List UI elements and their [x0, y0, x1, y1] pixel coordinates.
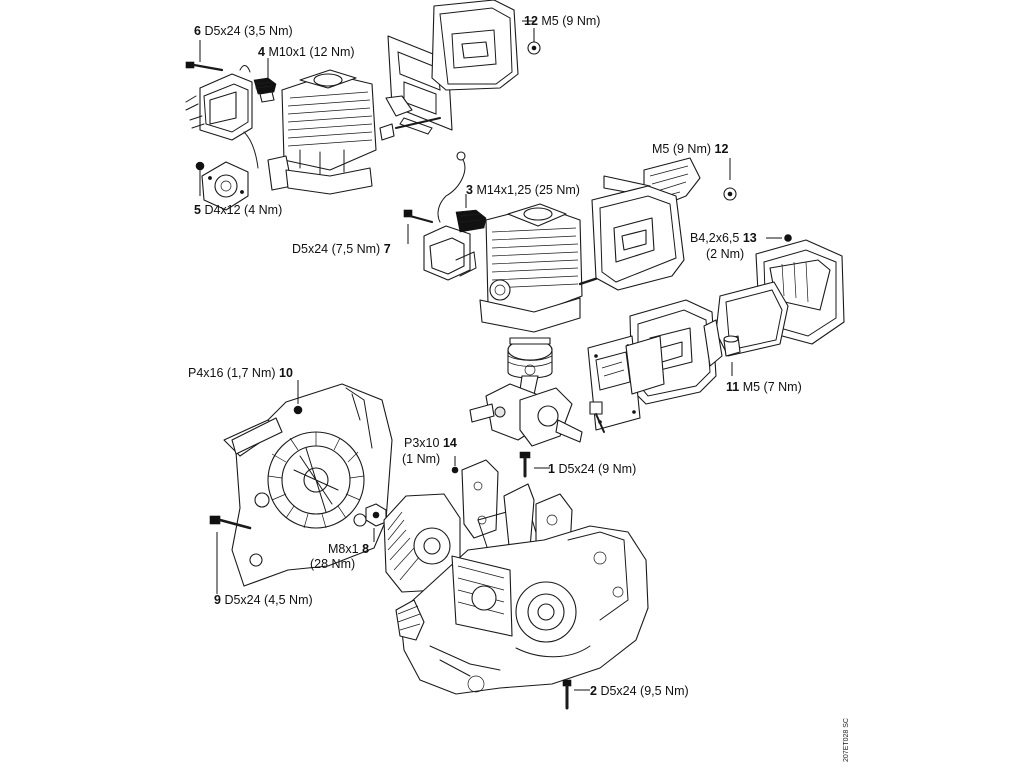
callout-1: 1 D5x24 (9 Nm): [548, 462, 636, 476]
muffler-middle: [591, 185, 685, 291]
callout-12-upper: 12 M5 (9 Nm): [524, 14, 600, 28]
callout-13: B4,2x6,5 13: [690, 231, 757, 245]
callout-11-spec: M5 (7 Nm): [742, 380, 802, 394]
piston: [507, 337, 553, 379]
muffler-upper: [431, 0, 519, 91]
callout-9: 9 D5x24 (4,5 Nm): [214, 593, 313, 607]
callout-3-number: 3: [466, 183, 473, 197]
callout-4-number: 4: [258, 45, 265, 59]
nut-12-middle: [723, 158, 737, 201]
callout-10-number: 10: [279, 366, 293, 380]
spark-plug-4: [253, 58, 277, 103]
screw-1: [519, 451, 550, 478]
callout-6: 6 D5x24 (3,5 Nm): [194, 24, 293, 38]
screw-10: [293, 380, 303, 415]
callout-13-spec: B4,2x6,5: [690, 231, 740, 245]
callout-8-number: 8: [362, 542, 370, 556]
callout-13-torque: (2 Nm): [706, 247, 745, 261]
callout-10-spec: P4x16 (1,7 Nm): [188, 366, 276, 380]
callout-5-number: 5: [194, 203, 201, 217]
cylinder-upper: [267, 69, 377, 195]
callout-14: P3x10 14: [404, 436, 457, 450]
callout-13-number: 13: [742, 231, 757, 245]
fan-housing: [223, 383, 393, 587]
callout-5-spec: D4x12 (4 Nm): [204, 203, 283, 217]
flange-5: [201, 161, 249, 211]
callout-8: M8x1 8: [328, 542, 369, 556]
callout-4-spec: M10x1 (12 Nm): [268, 45, 355, 59]
cylinder-middle: [479, 203, 583, 333]
callout-11-number: 11: [726, 380, 740, 394]
screw-7: [403, 209, 434, 244]
callout-2-spec: D5x24 (9,5 Nm): [600, 684, 689, 698]
screw-6: [185, 40, 224, 72]
screw-9: [209, 515, 252, 594]
callout-1-spec: D5x24 (9 Nm): [558, 462, 637, 476]
callout-12-middle-spec: M5 (9 Nm): [652, 142, 712, 156]
callout-14-spec: P3x10: [404, 436, 440, 450]
callout-5: 5 D4x12 (4 Nm): [194, 203, 282, 217]
callout-1-number: 1: [548, 462, 555, 476]
crankshaft: [469, 383, 583, 447]
screw-14: [451, 456, 459, 474]
figure-reference: 207ET028 SC: [843, 718, 850, 762]
callout-14-torque: (1 Nm): [402, 452, 441, 466]
callout-7: D5x24 (7,5 Nm) 7: [292, 242, 391, 256]
callout-11: 11 M5 (7 Nm): [726, 380, 802, 394]
spark-plug-3: [455, 194, 487, 233]
screw-5: [195, 161, 205, 196]
callout-12-middle-number: 12: [714, 142, 729, 156]
callout-14-number: 14: [442, 436, 457, 450]
callout-2-number: 2: [590, 684, 597, 698]
callout-7-number: 7: [383, 242, 391, 256]
screw-13: [766, 234, 792, 242]
callout-9-number: 9: [214, 593, 221, 607]
callout-12-middle: M5 (9 Nm) 12: [652, 142, 728, 156]
callout-8-torque: (28 Nm): [310, 557, 356, 571]
nut-11: [723, 335, 741, 376]
callout-3: 3 M14x1,25 (25 Nm): [466, 183, 580, 197]
crankcase: [395, 525, 649, 695]
callout-6-number: 6: [194, 24, 201, 38]
muffler-cover: [715, 239, 845, 357]
callout-6-spec: D5x24 (3,5 Nm): [204, 24, 293, 38]
callout-10: P4x16 (1,7 Nm) 10: [188, 366, 293, 380]
callout-3-spec: M14x1,25 (25 Nm): [476, 183, 580, 197]
callout-4: 4 M10x1 (12 Nm): [258, 45, 355, 59]
ignition-module-upper: [185, 65, 259, 169]
screw-2: [562, 679, 590, 710]
callout-2: 2 D5x24 (9,5 Nm): [590, 684, 689, 698]
callout-7-spec: D5x24 (7,5 Nm): [292, 242, 381, 256]
gasket-plate-lower: [587, 335, 665, 433]
callout-12-upper-spec: M5 (9 Nm): [541, 14, 601, 28]
callout-12-upper-number: 12: [524, 14, 538, 28]
callout-9-spec: D5x24 (4,5 Nm): [224, 593, 313, 607]
nut-12-upper: [522, 20, 541, 55]
ignition-module-middle: [423, 151, 477, 281]
callout-8-spec: M8x1: [328, 542, 359, 556]
